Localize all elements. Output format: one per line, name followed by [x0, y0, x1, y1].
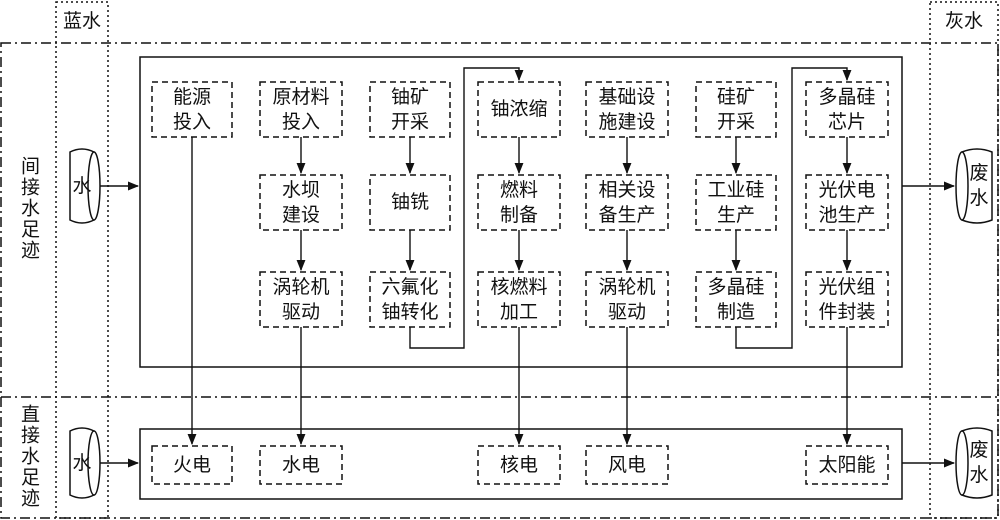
- process-polysilicon-wafer: 多晶硅 芯片: [818, 85, 876, 133]
- process-industrial-silicon-production: 工业硅 生产: [707, 178, 765, 226]
- process-uranium-milling: 铀铣: [390, 191, 429, 213]
- power-nuclear: 核电: [499, 453, 538, 476]
- process-fuel-preparation: 燃料 制备: [499, 178, 538, 226]
- power-thermal: 火电: [172, 453, 211, 476]
- process-hydro-turbine-drive: 涡轮机 驱动: [272, 275, 330, 323]
- indirect-water-footprint-label: 间接水足迹: [18, 155, 40, 261]
- direct-input-cylinder: [69, 427, 101, 499]
- input-water-cylinders: [69, 148, 101, 499]
- process-wind-turbine-drive: 涡轮机 驱动: [598, 275, 656, 323]
- grey-water-column: [929, 1, 999, 519]
- process-equipment-production: 相关设 备生产: [598, 178, 656, 226]
- direct-water-footprint-label: 直接水足迹: [18, 404, 40, 509]
- process-pv-module-packaging: 光伏组 件封装: [818, 275, 876, 323]
- blue-water-label: 蓝水: [62, 9, 101, 32]
- process-polysilicon-manufacturing: 多晶硅 制造: [707, 275, 765, 323]
- power-wind: 风电: [607, 453, 646, 476]
- output-wastewater-cylinders: [955, 148, 993, 499]
- indirect-output-cylinder: [955, 148, 993, 224]
- process-energy-input: 能源 投入: [172, 85, 211, 133]
- blue-water-column: [55, 1, 109, 519]
- power-solar: 太阳能: [818, 453, 876, 476]
- process-dam-construction: 水坝 建设: [281, 178, 320, 226]
- grey-water-label: 灰水: [944, 9, 983, 32]
- process-pv-cell-production: 光伏电 池生产: [818, 178, 876, 226]
- process-infrastructure-construction: 基础设 施建设: [598, 85, 656, 133]
- direct-output-wastewater-label: 废 水: [969, 439, 989, 486]
- direct-output-cylinder: [955, 427, 993, 499]
- indirect-input-cylinder: [69, 148, 101, 224]
- flow-arrows: [100, 67, 956, 468]
- process-containers: [139, 56, 903, 500]
- column-frames: [55, 1, 999, 519]
- power-hydro: 水电: [281, 453, 320, 476]
- direct-input-water-label: 水: [72, 451, 92, 474]
- process-uranium-mining: 铀矿 开采: [390, 85, 429, 133]
- process-boxes: [151, 81, 889, 485]
- direct-container: [139, 428, 903, 500]
- process-raw-material-input: 原材料 投入: [272, 85, 330, 133]
- indirect-input-water-label: 水: [72, 174, 92, 197]
- process-uf6-conversion: 六氟化 铀转化: [381, 275, 439, 323]
- process-silica-mining: 硅矿 开采: [716, 85, 755, 133]
- process-uranium-enrichment: 铀浓缩: [490, 98, 548, 120]
- process-nuclear-fuel-processing: 核燃料 加工: [490, 275, 548, 323]
- indirect-container: [139, 56, 903, 368]
- indirect-output-wastewater-label: 废 水: [969, 162, 989, 209]
